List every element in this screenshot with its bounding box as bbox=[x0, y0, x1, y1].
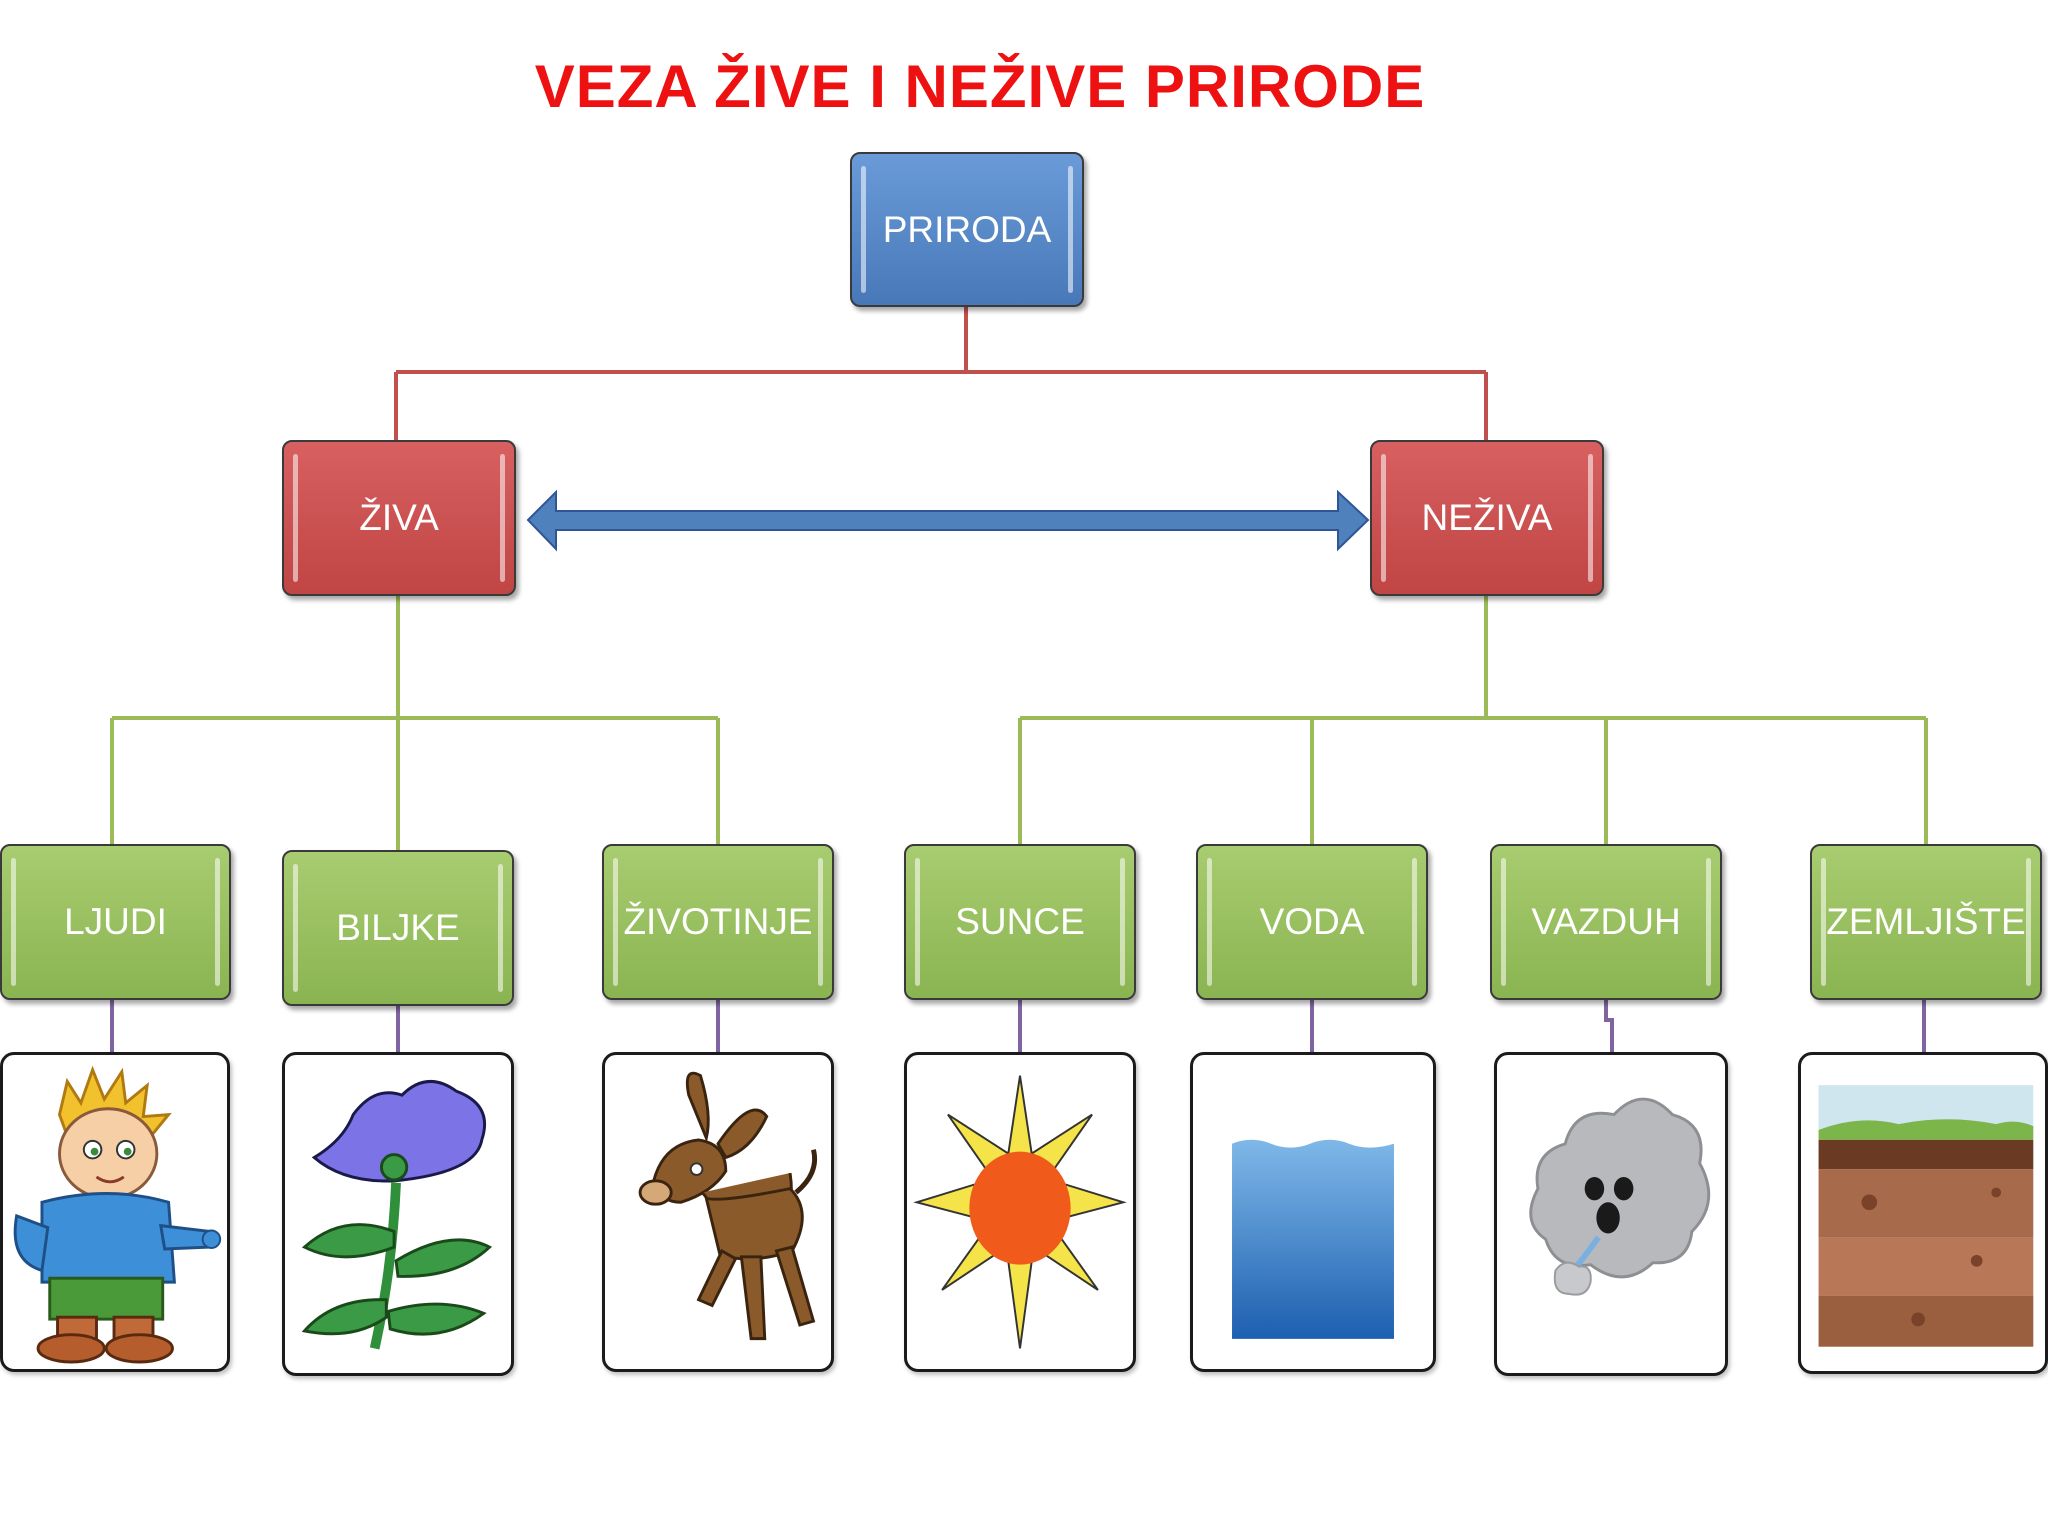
node-label: PRIRODA bbox=[882, 208, 1052, 250]
node-label: SUNCE bbox=[955, 901, 1085, 942]
double-arrow-icon bbox=[526, 489, 1370, 552]
water-icon bbox=[1190, 1052, 1436, 1372]
node-priroda: PRIRODA bbox=[850, 152, 1084, 307]
node-label: LJUDI bbox=[64, 901, 167, 942]
node-zivotinje: ŽIVOTINJE bbox=[602, 844, 834, 1000]
node-label: VAZDUH bbox=[1531, 901, 1681, 942]
node-vazduh: VAZDUH bbox=[1490, 844, 1722, 1000]
ziva-connector bbox=[110, 596, 720, 852]
node-label: BILJKE bbox=[336, 907, 460, 948]
node-label: ZEMLJIŠTE bbox=[1826, 901, 2026, 942]
node-ziva: ŽIVA bbox=[282, 440, 516, 596]
cloud-icon bbox=[1494, 1052, 1728, 1376]
node-voda: VODA bbox=[1196, 844, 1428, 1000]
node-biljke: BILJKE bbox=[282, 850, 514, 1006]
node-ljudi: LJUDI bbox=[0, 844, 231, 1000]
root-connector bbox=[394, 305, 1488, 442]
node-sunce: SUNCE bbox=[904, 844, 1136, 1000]
node-zemljiste: ZEMLJIŠTE bbox=[1810, 844, 2042, 1000]
donkey-icon bbox=[602, 1052, 834, 1372]
sun-icon bbox=[904, 1052, 1136, 1372]
node-label: VODA bbox=[1259, 901, 1365, 942]
node-label: ŽIVA bbox=[359, 497, 439, 538]
boy-icon bbox=[0, 1052, 230, 1372]
node-label: NEŽIVA bbox=[1421, 497, 1553, 538]
node-label: ŽIVOTINJE bbox=[623, 901, 813, 942]
soil-icon bbox=[1798, 1052, 2048, 1374]
image-connectors bbox=[110, 998, 1926, 1052]
page-title: VEZA ŽIVE I NEŽIVE PRIRODE bbox=[534, 53, 1426, 120]
neziva-connector bbox=[1018, 596, 1928, 846]
node-neziva: NEŽIVA bbox=[1370, 440, 1604, 596]
flower-icon bbox=[282, 1052, 514, 1376]
